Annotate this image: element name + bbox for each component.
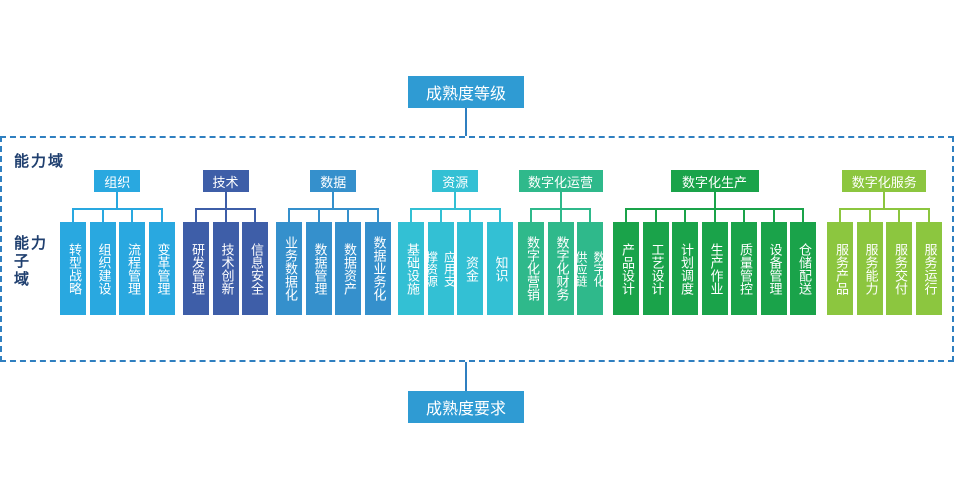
item-connector [868, 208, 871, 222]
subdomain-cell: 业务数据化 [276, 222, 302, 315]
group-bus [410, 208, 501, 210]
side-label-domain-text: 能力域 [14, 152, 66, 170]
subdomain-cell: 数据业务化 [364, 222, 391, 315]
subdomain-cell: 应用支撑资源 [425, 222, 457, 315]
item-connector [72, 208, 74, 222]
side-label-subdomain-text: 能力子域 [14, 234, 49, 288]
item-connector [347, 208, 349, 222]
group-stem [116, 192, 119, 208]
item-connector [224, 208, 227, 222]
capability-frame [0, 136, 954, 362]
subdomain-cell: 知识 [486, 222, 513, 315]
group-stem [713, 192, 716, 208]
item-connector [684, 208, 686, 222]
item-connector [410, 208, 412, 222]
subdomain-cell: 数字化财务 [547, 222, 574, 315]
item-connector [195, 208, 197, 222]
subdomain-cell: 服务能力 [856, 222, 883, 315]
subdomain-cell: 质量管控 [731, 222, 757, 315]
subdomain-cell: 工艺设计 [642, 222, 669, 315]
item-connector [559, 208, 562, 222]
group-stem [883, 192, 886, 208]
item-connector [530, 208, 532, 222]
group-bus [288, 208, 379, 210]
maturity-requirement-box: 成熟度要求 [408, 391, 524, 423]
item-connector [131, 208, 133, 222]
subdomain-cell: 变革管理 [148, 222, 175, 315]
item-connector [288, 208, 290, 222]
subdomain-cell: 服务产品 [827, 222, 853, 315]
group-header: 技术 [202, 170, 249, 192]
group-bus [72, 208, 163, 210]
item-connector [839, 208, 841, 222]
subdomain-cell: 服务运行 [915, 222, 942, 315]
item-connector [713, 208, 716, 222]
item-connector [254, 208, 256, 222]
subdomain-cell: 研发管理 [183, 222, 209, 315]
subdomain-cell: 流程管理 [119, 222, 145, 315]
bottom-connector [465, 362, 467, 391]
group-stem [559, 192, 562, 208]
item-connector [376, 208, 379, 222]
group-header: 组织 [94, 170, 141, 192]
subdomain-cell: 产品设计 [613, 222, 639, 315]
item-connector [589, 208, 591, 222]
item-connector [743, 208, 745, 222]
subdomain-cell: 计划调度 [672, 222, 698, 315]
group-stem [332, 192, 335, 208]
subdomain-cell: 数字化供应链 [574, 222, 606, 315]
item-connector [654, 208, 657, 222]
side-label-domain: 能力域 [14, 152, 65, 170]
group-stem [224, 192, 227, 208]
subdomain-cell: 技术创新 [212, 222, 239, 315]
item-connector [625, 208, 627, 222]
subdomain-cell: 数字化营销 [518, 222, 544, 315]
group-header: 资源 [432, 170, 479, 192]
top-connector [465, 108, 467, 136]
group-bus [839, 208, 930, 210]
subdomain-cell: 数据资产 [335, 222, 361, 315]
item-connector [772, 208, 775, 222]
item-connector [160, 208, 163, 222]
subdomain-cell: 生产作业 [701, 222, 728, 315]
subdomain-cell: 数据管理 [305, 222, 332, 315]
item-connector [927, 208, 930, 222]
item-connector [439, 208, 442, 222]
item-connector [498, 208, 501, 222]
item-connector [101, 208, 104, 222]
group-header: 数据 [310, 170, 357, 192]
group-header: 数字化运营 [518, 170, 603, 192]
group-stem [454, 192, 457, 208]
subdomain-cell: 服务交付 [886, 222, 912, 315]
subdomain-cell: 转型战略 [60, 222, 86, 315]
item-connector [317, 208, 320, 222]
subdomain-cell: 仓储配送 [790, 222, 816, 315]
subdomain-cell: 组织建设 [89, 222, 116, 315]
subdomain-cell: 基础设施 [398, 222, 424, 315]
item-connector [802, 208, 804, 222]
side-label-subdomain: 能力子域 [14, 234, 50, 288]
group-header: 数字化生产 [670, 170, 759, 192]
item-connector [469, 208, 471, 222]
subdomain-cell: 设备管理 [760, 222, 787, 315]
maturity-level-box: 成熟度等级 [408, 76, 524, 108]
subdomain-cell: 资金 [457, 222, 483, 315]
subdomain-cell: 信息安全 [242, 222, 268, 315]
group-header: 数字化服务 [842, 170, 927, 192]
item-connector [898, 208, 900, 222]
